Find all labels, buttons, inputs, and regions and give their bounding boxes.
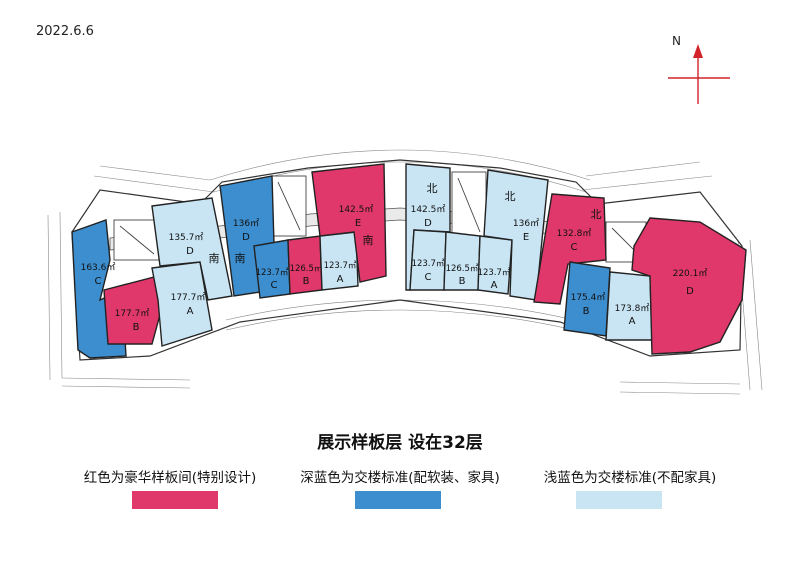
svg-text:123.7㎡: 123.7㎡ bbox=[412, 259, 445, 269]
svg-text:D: D bbox=[424, 218, 432, 229]
svg-text:A: A bbox=[629, 316, 636, 327]
svg-text:C: C bbox=[571, 242, 578, 253]
svg-text:D: D bbox=[186, 246, 194, 257]
unit-123-7-c-left: 123.7㎡ C bbox=[253, 239, 291, 299]
svg-text:A: A bbox=[491, 280, 498, 291]
legend-dark-blue-text: 深蓝色为交楼标准(配软装、家具) bbox=[300, 470, 500, 486]
orientation-label: 南 bbox=[363, 234, 374, 247]
svg-text:175.4㎡: 175.4㎡ bbox=[571, 292, 606, 303]
svg-text:142.5㎡: 142.5㎡ bbox=[411, 204, 446, 215]
unit-136-e: 136㎡ E bbox=[483, 169, 549, 301]
svg-text:123.7㎡: 123.7㎡ bbox=[324, 261, 357, 271]
unit-126-5-b-right: 126.5㎡ B bbox=[443, 231, 481, 291]
svg-text:B: B bbox=[583, 306, 590, 317]
unit-123-7-a-right: 123.7㎡ A bbox=[477, 235, 513, 295]
legend-light-blue-text: 浅蓝色为交楼标准(不配家具) bbox=[543, 470, 717, 486]
unit-123-7-c-right: 123.7㎡ C bbox=[409, 229, 447, 291]
svg-text:126.5㎡: 126.5㎡ bbox=[446, 264, 479, 274]
svg-text:132.8㎡: 132.8㎡ bbox=[557, 228, 592, 239]
svg-text:E: E bbox=[523, 232, 529, 243]
svg-text:D: D bbox=[686, 286, 694, 297]
orientation-label: 北 bbox=[591, 208, 602, 221]
svg-text:136㎡: 136㎡ bbox=[513, 218, 539, 229]
svg-text:123.7㎡: 123.7㎡ bbox=[478, 268, 511, 278]
svg-text:173.8㎡: 173.8㎡ bbox=[615, 303, 650, 314]
unit-173-8-a: 173.8㎡ A bbox=[605, 271, 653, 341]
svg-text:B: B bbox=[133, 322, 140, 333]
svg-text:123.7㎡: 123.7㎡ bbox=[256, 268, 289, 278]
unit-142-5-e: 142.5㎡ E bbox=[311, 163, 387, 283]
legend-dark-blue-swatch bbox=[355, 491, 441, 509]
svg-text:220.1㎡: 220.1㎡ bbox=[673, 268, 708, 279]
svg-text:A: A bbox=[187, 306, 194, 317]
building-outline bbox=[71, 159, 743, 361]
orientation-label: 南 bbox=[209, 252, 220, 265]
unit-175-4-b: 175.4㎡ B bbox=[563, 261, 611, 337]
legend-red-swatch bbox=[132, 491, 218, 509]
svg-text:B: B bbox=[459, 276, 466, 287]
legend-light-blue-swatch bbox=[576, 491, 662, 509]
orientation-label: 南 bbox=[235, 252, 246, 265]
svg-text:B: B bbox=[303, 276, 310, 287]
svg-text:C: C bbox=[271, 280, 278, 291]
legend-red-text: 红色为豪华样板间(特别设计) bbox=[83, 470, 257, 486]
unit-135-7-d: 135.7㎡ D bbox=[151, 197, 233, 301]
unit-177-7-b: 177.7㎡ B bbox=[103, 275, 165, 345]
svg-text:135.7㎡: 135.7㎡ bbox=[169, 232, 204, 243]
svg-text:E: E bbox=[355, 218, 361, 229]
svg-text:C: C bbox=[425, 272, 432, 283]
date-label: 2022.6.6 bbox=[36, 24, 94, 39]
page-title: 展示样板层 设在32层 bbox=[317, 433, 483, 453]
unit-132-8-c: 132.8㎡ C bbox=[533, 193, 607, 305]
orientation-label: 北 bbox=[427, 182, 438, 195]
unit-126-5-b-left: 126.5㎡ B bbox=[287, 235, 323, 295]
compass-icon bbox=[668, 44, 730, 104]
unit-123-7-a-left: 123.7㎡ A bbox=[319, 231, 359, 291]
floor-plan: 163.6㎡ C 177.7㎡ B 177.7㎡ A 135.7㎡ D 136㎡… bbox=[47, 44, 763, 395]
unit-220-1-d: 220.1㎡ D bbox=[631, 217, 747, 355]
svg-text:177.7㎡: 177.7㎡ bbox=[171, 292, 206, 303]
svg-text:A: A bbox=[337, 274, 344, 285]
svg-text:D: D bbox=[242, 232, 250, 243]
orientation-label: 北 bbox=[505, 190, 516, 203]
svg-text:163.6㎡: 163.6㎡ bbox=[81, 262, 116, 273]
svg-text:136㎡: 136㎡ bbox=[233, 218, 259, 229]
svg-text:C: C bbox=[95, 276, 102, 287]
svg-text:177.7㎡: 177.7㎡ bbox=[115, 308, 150, 319]
svg-text:126.5㎡: 126.5㎡ bbox=[290, 264, 323, 274]
north-label: N bbox=[672, 34, 681, 48]
svg-text:142.5㎡: 142.5㎡ bbox=[339, 204, 374, 215]
